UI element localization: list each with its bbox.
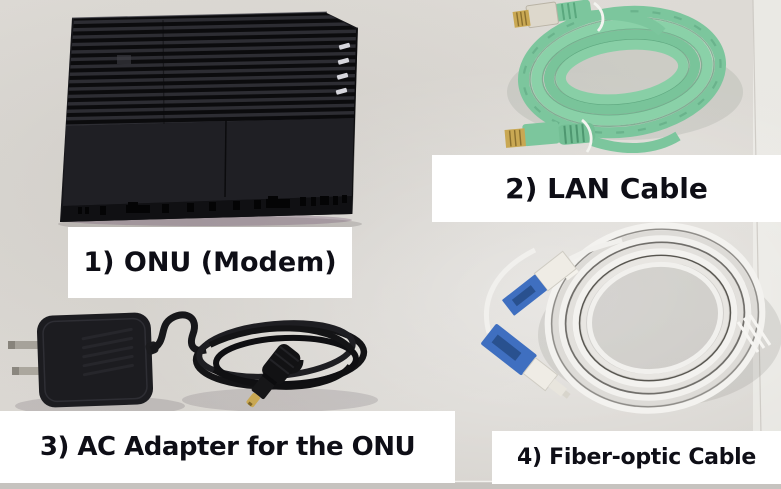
lan-cable-photo <box>504 0 743 154</box>
onu-label-text: 1) ONU (Modem) <box>83 247 337 278</box>
onu-sticker <box>117 55 131 64</box>
onu-bevel-highlight <box>326 11 359 28</box>
lan-rj45-bottom <box>504 121 596 148</box>
fiber-tail-lower <box>483 247 537 334</box>
onu-modem-photo <box>58 11 362 232</box>
onu-panel-seam <box>224 119 227 198</box>
fiber-sc-connector-lower <box>481 324 571 399</box>
adapter-emboss-text <box>81 327 134 377</box>
lan-rj45-top <box>512 0 592 29</box>
fiber-coil-wrap <box>736 314 772 353</box>
adapter-cord-coil <box>192 320 368 390</box>
lan-cable-tie-bottom <box>581 118 593 153</box>
adapter-dc-plug <box>246 344 301 408</box>
onu-ports <box>78 195 347 215</box>
fiber-sc-connector-upper <box>502 250 579 316</box>
fiber-optic-cable-label-text: 4) Fiber-optic Cable <box>516 444 757 470</box>
adapter-body <box>36 312 154 408</box>
lan-tail-bottom <box>590 131 681 154</box>
fiber-tail-upper <box>568 237 623 262</box>
onu-top-seam <box>162 19 165 125</box>
fiber-optic-cable-photo <box>481 222 781 414</box>
lan-cable-label: 2) LAN Cable <box>432 155 781 222</box>
lan-cable-label-text: 2) LAN Cable <box>505 171 708 205</box>
lan-cable-tie-top <box>593 1 605 32</box>
ac-adapter-label: 3) AC Adapter for the ONU <box>0 411 455 483</box>
adapter-cord <box>149 311 207 354</box>
onu-top-edge <box>71 11 328 19</box>
ac-adapter-label-text: 3) AC Adapter for the ONU <box>39 432 416 462</box>
cord-shadow <box>182 388 378 412</box>
fiber-cable-coil <box>544 222 766 414</box>
fiber-optic-cable-label: 4) Fiber-optic Cable <box>492 431 781 484</box>
onu-port-band <box>60 195 353 222</box>
onu-label: 1) ONU (Modem) <box>68 227 352 298</box>
onu-vent-slats <box>66 13 356 126</box>
onu-right-edge <box>351 28 358 215</box>
onu-front-panel <box>63 118 354 206</box>
adapter-prongs <box>8 341 46 375</box>
onu-led-labels <box>335 42 351 95</box>
lan-tail-top <box>585 9 666 36</box>
ac-adapter-photo <box>8 311 378 416</box>
